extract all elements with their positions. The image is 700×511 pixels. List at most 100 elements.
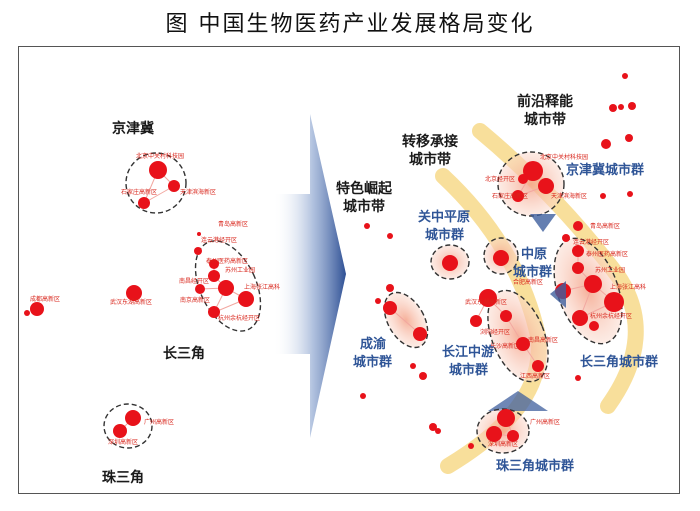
right-city-jjs: 江西高新区 <box>520 372 550 380</box>
right-dot-sh <box>604 292 624 312</box>
left-jjj-cluster <box>125 152 187 214</box>
left-zsj-cluster <box>103 403 153 449</box>
right-city-tj: 天津滨海新区 <box>551 192 587 200</box>
right-dot-zh <box>507 430 519 442</box>
left-dot-nj <box>218 280 234 296</box>
right-zsj-cluster <box>476 408 530 454</box>
right-city-sjz: 石家庄高新区 <box>492 192 528 200</box>
left-city-sjz: 石家庄高新区 <box>121 188 157 196</box>
right-city-bjjk: 北京经开区 <box>485 175 515 183</box>
left-city-hz: 杭州余杭经开区 <box>218 314 260 322</box>
right-dot-nb <box>589 321 599 331</box>
right-dot-bj <box>523 161 543 181</box>
right-dot-xa <box>442 255 458 271</box>
left-city-szn: 深圳高新区 <box>108 438 138 446</box>
right-group-jjj: 京津冀城市群 <box>566 162 644 178</box>
left-dot-sh <box>238 291 254 307</box>
belt-frontier-line2: 城市带 <box>524 111 566 128</box>
right-city-szn: 深圳高新区 <box>488 440 518 448</box>
right-city-sh: 上海张江高科 <box>610 283 646 291</box>
right-dot-nj <box>584 275 602 293</box>
right-city-bj: 北京中关村科技园 <box>540 153 588 161</box>
right-group-cy-line1: 成渝 <box>360 336 387 352</box>
industry-pattern-diagram: 北京中关村科技园 石家庄高新区 天津滨海新区 京津冀 青岛高新区 连云港经开区 … <box>24 73 658 486</box>
right-dot-tz <box>572 245 584 257</box>
right-dot-bjjk <box>518 174 528 184</box>
left-dot-hz <box>208 306 220 318</box>
left-city-nc: 南昌经开区 <box>179 277 209 285</box>
left-dot-bj <box>149 161 167 179</box>
left-city-sz-ind: 苏州工业园 <box>225 266 255 274</box>
right-city-hf: 合肥高新区 <box>513 278 543 286</box>
left-city-cd: 成都高新区 <box>30 295 60 303</box>
right-dot-zz <box>493 250 509 266</box>
left-dot-tj <box>168 180 180 192</box>
left-dot-sz <box>208 270 220 282</box>
left-dot-szn <box>113 424 127 438</box>
left-dot-wh <box>126 285 142 301</box>
right-city-lc: 浏阳经开区 <box>480 328 510 336</box>
right-city-nc: 南昌高新区 <box>528 336 558 344</box>
right-group-csj: 长三角城市群 <box>580 354 658 370</box>
right-city-wh: 武汉东湖高新区 <box>465 298 507 306</box>
belt-feature-line2: 城市带 <box>343 198 385 215</box>
belt-frontier-line1: 前沿释能 <box>517 93 573 110</box>
left-dot-lyg <box>194 247 202 255</box>
right-city-tz: 泰州医药高新区 <box>586 250 628 258</box>
right-group-gz-line1: 关中平原 <box>418 209 470 225</box>
right-csj-arrow <box>550 281 566 308</box>
figure-title: 图 中国生物医药产业发展格局变化 <box>165 12 535 37</box>
left-city-wh: 武汉东湖高新区 <box>110 298 152 306</box>
left-city-sh: 上海张江高科 <box>244 283 280 291</box>
right-dot-hz <box>572 310 588 326</box>
left-city-tz: 泰州医药高新区 <box>206 257 248 265</box>
belt-transfer-line1: 转移承接 <box>402 133 458 150</box>
left-dot-sjz <box>138 197 150 209</box>
right-group-cjzy-line1: 长江中游 <box>442 344 494 360</box>
right-dot-cs <box>500 310 512 322</box>
right-group-zy-line2: 城市群 <box>513 264 552 280</box>
right-dot-jj <box>532 360 544 372</box>
right-dot-sz <box>572 262 584 274</box>
right-city-lyg: 连云港经开区 <box>573 238 609 246</box>
left-city-qd: 青岛高新区 <box>218 220 248 228</box>
left-dot-nc <box>195 284 205 294</box>
left-dot-tz <box>209 259 219 269</box>
right-group-zsj: 珠三角城市群 <box>496 458 574 474</box>
right-scattered-dots <box>360 73 636 449</box>
right-dot-lyg <box>562 234 570 242</box>
right-group-zy-line1: 中原 <box>521 246 547 262</box>
belt-transfer-line2: 城市带 <box>409 151 451 168</box>
left-dot-gz <box>125 410 141 426</box>
right-dot-nc <box>516 337 530 351</box>
diagram-frame <box>18 46 680 494</box>
right-dot-qd <box>573 221 583 231</box>
transition-arrow <box>273 114 346 438</box>
right-dot-cq <box>413 327 427 341</box>
right-group-gz-line2: 城市群 <box>425 227 464 243</box>
right-city-sz-ind: 苏州工业园 <box>595 266 625 274</box>
left-city-bj: 北京中关村科技园 <box>136 152 184 160</box>
right-group-cjzy-line2: 城市群 <box>449 362 488 378</box>
right-dot-gz <box>497 409 515 427</box>
right-dot-wh <box>479 289 497 307</box>
right-dot-szn <box>486 426 502 442</box>
left-dot-cd <box>30 302 44 316</box>
left-city-lyg: 连云港经开区 <box>201 236 237 244</box>
right-dot-cd <box>383 301 397 315</box>
right-jjj-arrow <box>530 214 556 232</box>
right-city-qd: 青岛高新区 <box>590 222 620 230</box>
left-dot-qd <box>197 232 201 236</box>
right-city-cs: 长沙高新区 <box>490 342 520 350</box>
left-csj-cluster <box>194 240 262 332</box>
left-dot-cd2 <box>24 310 30 316</box>
right-group-cy-line2: 城市群 <box>353 354 392 370</box>
right-dot-tj <box>538 178 554 194</box>
right-city-hz: 杭州余杭经开区 <box>590 312 632 320</box>
left-city-gz: 广州高新区 <box>144 418 174 426</box>
right-dot-sjz <box>512 190 524 202</box>
right-zsj-arrow <box>488 391 548 411</box>
left-region-zsj: 珠三角 <box>102 469 144 486</box>
right-city-gz: 广州高新区 <box>530 418 560 426</box>
right-dot-yc <box>470 315 482 327</box>
